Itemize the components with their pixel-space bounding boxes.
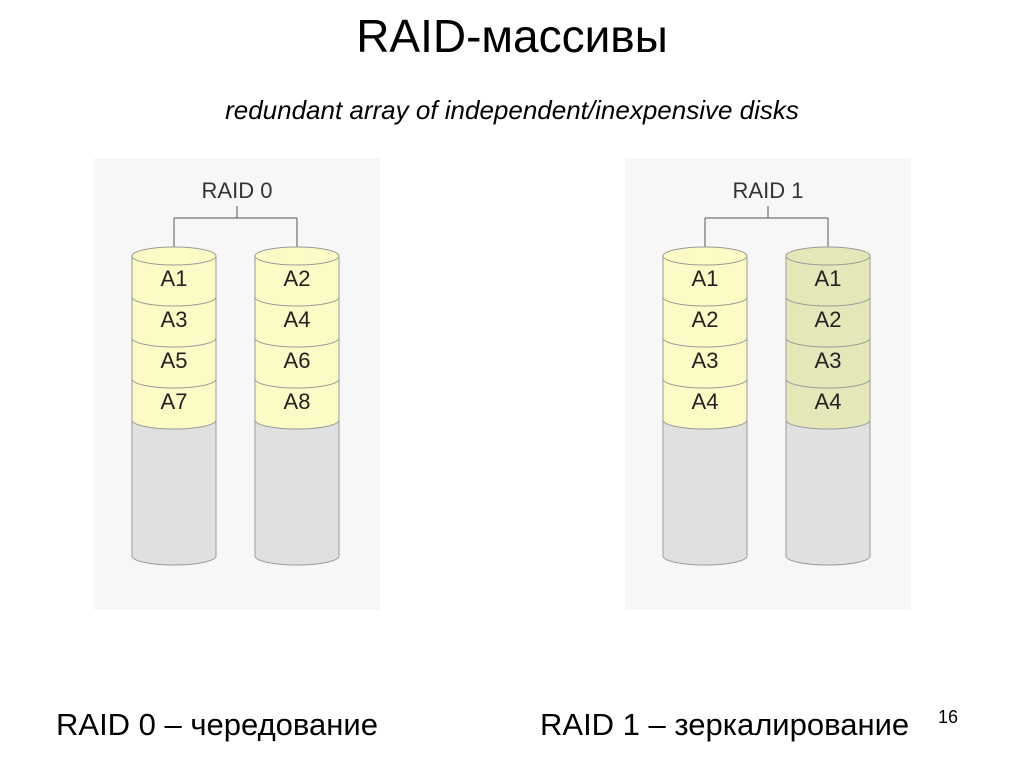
disk-block xyxy=(254,255,340,307)
disk-empty-space xyxy=(131,419,217,566)
disk-block-label: A5 xyxy=(161,348,188,373)
disk-block xyxy=(131,255,217,307)
disk-block xyxy=(131,296,217,348)
disk-empty-space xyxy=(785,419,871,566)
disk-2: A4 A3 A2 A1 xyxy=(785,246,871,566)
disk-1: A7 A5 A3 A1 xyxy=(131,246,217,566)
disk-block-label: A4 xyxy=(284,307,311,332)
disk-block-label: A2 xyxy=(815,307,842,332)
disk-1: A4 A3 A2 A1 xyxy=(662,246,748,566)
disk-block xyxy=(662,296,748,348)
slide-subtitle: redundant array of independent/inexpensi… xyxy=(225,95,799,125)
disk-block-label: A8 xyxy=(284,389,311,414)
disk-block xyxy=(254,296,340,348)
slide-number: 16 xyxy=(938,707,959,727)
disk-block xyxy=(662,255,748,307)
raid1-caption: RAID 1 – зеркалирование xyxy=(540,707,910,742)
disk-2: A8 A6 A4 A2 xyxy=(254,246,340,566)
connector-lines xyxy=(173,206,298,256)
disk-block xyxy=(131,378,217,430)
disk-block-label: A1 xyxy=(815,266,842,291)
disk-block-label: A2 xyxy=(284,266,311,291)
disk-empty-space xyxy=(662,419,748,566)
disk-block-label: A6 xyxy=(284,348,311,373)
disk-block-label: A1 xyxy=(161,266,188,291)
disk-block-label: A3 xyxy=(692,348,719,373)
disk-block xyxy=(131,337,217,389)
slide-title: RAID-массивы xyxy=(356,10,668,62)
disk-block-label: A7 xyxy=(161,389,188,414)
disk-top-cap xyxy=(254,246,340,266)
raid-level-label: RAID 1 xyxy=(733,178,804,203)
disk-empty-space xyxy=(254,419,340,566)
disk-block xyxy=(785,378,871,430)
disk-top-cap xyxy=(131,246,217,266)
raid-level-label: RAID 0 xyxy=(202,178,273,203)
disk-block xyxy=(254,378,340,430)
disk-top-cap xyxy=(785,246,871,266)
disk-block-label: A2 xyxy=(692,307,719,332)
raid0-caption: RAID 0 – чередование xyxy=(56,707,378,742)
disk-block xyxy=(785,296,871,348)
disk-block-label: A4 xyxy=(815,389,842,414)
disk-block xyxy=(662,378,748,430)
disk-block xyxy=(785,255,871,307)
disk-block xyxy=(662,337,748,389)
connector-lines xyxy=(704,206,829,256)
disk-block-label: A4 xyxy=(692,389,719,414)
disk-block-label: A3 xyxy=(161,307,188,332)
disk-top-cap xyxy=(662,246,748,266)
disk-block xyxy=(254,337,340,389)
disk-block-label: A1 xyxy=(692,266,719,291)
disk-block-label: A3 xyxy=(815,348,842,373)
disk-block xyxy=(785,337,871,389)
